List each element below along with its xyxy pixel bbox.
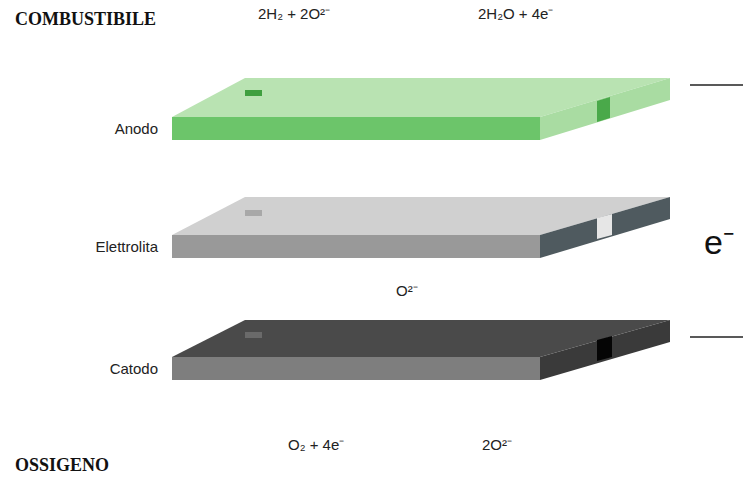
electron-label: e⁻ xyxy=(704,218,734,264)
cathode-front xyxy=(172,357,540,380)
electrolyte-slot xyxy=(597,214,612,239)
anode-side xyxy=(540,78,670,140)
cathode-slot xyxy=(597,336,612,361)
reaction-text: 2O²⁻ xyxy=(482,434,512,454)
anode-front xyxy=(172,117,540,140)
electrolyte-front xyxy=(172,235,540,258)
cell-layer: Catodo xyxy=(40,320,672,382)
cell-layer: Anodo xyxy=(40,78,672,140)
ion-label: O²⁻ xyxy=(396,280,418,300)
reaction-text: 2H₂O + 4e⁻ xyxy=(478,3,553,23)
stream-heading: COMBUSTIBILE xyxy=(15,9,156,30)
electrolyte-notch xyxy=(245,210,262,216)
layer-label: Elettrolita xyxy=(95,238,158,255)
cathode-notch xyxy=(245,332,262,338)
anode-notch xyxy=(245,90,262,96)
reaction-text: O₂ + 4e⁻ xyxy=(288,434,344,454)
stream-heading: OSSIGENO xyxy=(15,455,109,476)
cell-layer: Elettrolita xyxy=(40,197,672,259)
cathode-side xyxy=(540,320,670,380)
circuit-wire xyxy=(690,84,743,86)
layer-label: Catodo xyxy=(110,360,158,377)
layer-label: Anodo xyxy=(115,120,158,137)
circuit-wire xyxy=(690,336,743,338)
reaction-text: 2H₂ + 2O²⁻ xyxy=(258,3,330,23)
anode-slot xyxy=(597,97,610,122)
electrolyte-side xyxy=(540,197,670,258)
